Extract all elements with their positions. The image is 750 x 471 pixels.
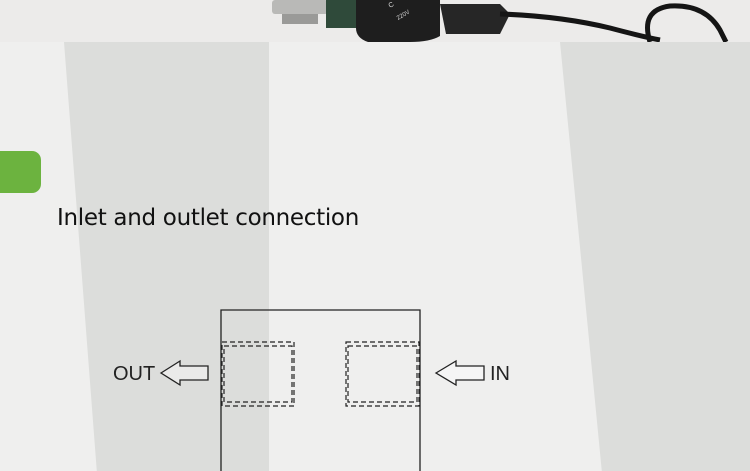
valve-body-outline [220,309,421,471]
outlet-label: OUT [113,363,155,385]
solenoid-coil [356,0,440,42]
product-photo-strip: C 220V [0,0,750,42]
valve-body [326,0,356,28]
outlet-arrow-icon [159,359,209,387]
svg-text:C: C [388,1,396,10]
outlet-port [221,341,295,407]
inlet-label: IN [490,363,510,385]
background-band-left [64,42,269,471]
inlet-arrow-icon [434,359,485,387]
brass-fitting [272,0,328,14]
valve-device-image: C 220V [0,0,750,42]
power-cable [499,11,661,42]
section-accent-tab [0,151,41,193]
section-title: Inlet and outlet connection [57,205,359,231]
inlet-port [345,341,420,407]
